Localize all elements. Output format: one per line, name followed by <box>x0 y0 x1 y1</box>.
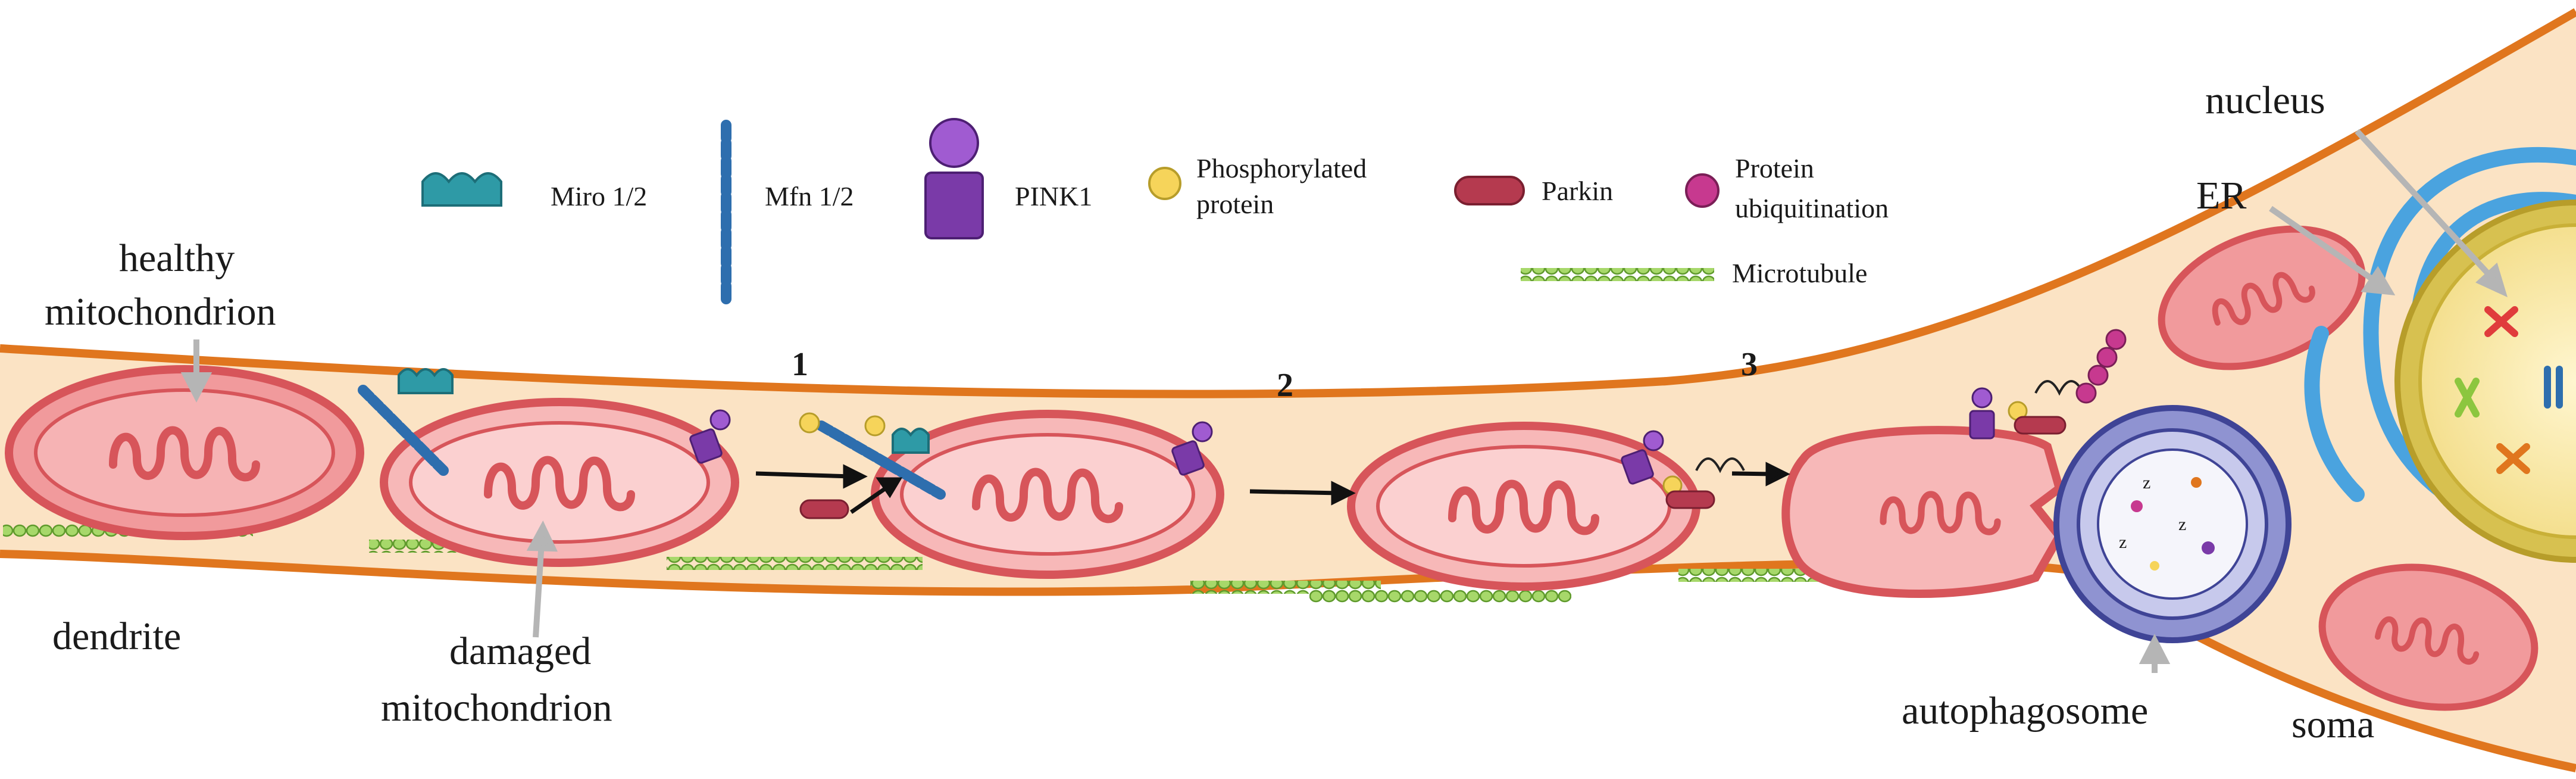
label-er: ER <box>2196 174 2246 217</box>
legend: Miro 1/2 Mfn 1/2 PINK1 Phosphorylated pr… <box>421 118 1889 309</box>
damaged-mitochondrion-step3 <box>1781 426 2065 598</box>
mfn-miro-complex <box>358 368 454 476</box>
pink1-on-mitochondrion <box>689 387 1995 485</box>
legend-label-pink1: PINK1 <box>1015 181 1092 211</box>
legend-item-miro: Miro 1/2 <box>421 172 647 211</box>
legend-item-ubiquitination: Protein ubiquitination <box>1685 153 1889 223</box>
step-number-3: 3 <box>1741 346 1758 383</box>
legend-label-phospho-1: Phosphorylated <box>1196 153 1367 183</box>
label-dendrite: dendrite <box>52 615 181 658</box>
step-number-2: 2 <box>1277 367 1293 404</box>
legend-label-microtubule: Microtubule <box>1732 258 1867 288</box>
legend-label-ubiq-2: ubiquitination <box>1735 193 1889 223</box>
legend-item-mfn: Mfn 1/2 <box>721 120 854 309</box>
autophagosome: z z z <box>2053 405 2291 643</box>
label-soma: soma <box>2291 703 2374 746</box>
legend-item-parkin: Parkin <box>1454 176 1613 206</box>
label-pointer-arrows <box>180 129 2508 673</box>
miro-icon <box>421 172 502 207</box>
svg-text:z: z <box>2119 532 2127 552</box>
legend-label-ubiq-1: Protein <box>1735 153 1814 183</box>
nucleus <box>2394 200 2576 563</box>
parkin-icon <box>1454 176 1525 205</box>
step-number-1: 1 <box>792 346 808 383</box>
microtubule-segment <box>1309 590 1571 603</box>
label-autophagosome: autophagosome <box>1902 689 2148 733</box>
phosphorylated-protein-icon <box>1148 167 1181 200</box>
legend-label-parkin: Parkin <box>1542 176 1613 206</box>
label-healthy-1: healthy <box>119 236 235 280</box>
microtubule-segment <box>667 557 923 570</box>
soma-mitochondrion <box>2318 563 2539 711</box>
chromosome <box>2455 306 2563 474</box>
protein-ubiquitination-icon <box>1685 173 1720 208</box>
label-damaged-2: mitochondrion <box>381 686 612 730</box>
label-damaged-1: damaged <box>449 630 591 673</box>
svg-text:z: z <box>2178 515 2186 534</box>
legend-item-microtubule: Microtubule <box>1521 258 1867 288</box>
label-nucleus: nucleus <box>2205 79 2325 122</box>
damaged-mitochondrion-step2 <box>1347 422 1700 591</box>
soma-mitochondrion <box>2158 225 2366 370</box>
mfn-miro-complex-detached <box>799 412 946 500</box>
pink1-icon <box>924 118 984 239</box>
label-healthy-2: mitochondrion <box>45 290 276 334</box>
legend-item-pink1: PINK1 <box>924 118 1092 239</box>
healthy-mitochondrion <box>5 365 364 540</box>
microtubule-icon <box>1521 268 1714 281</box>
damaged-mitochondrion <box>380 398 739 567</box>
legend-label-phospho-2: protein <box>1196 189 1274 219</box>
process-arrows <box>755 462 1790 514</box>
svg-text:z: z <box>2143 473 2150 493</box>
parkin-ubiquitin <box>799 329 2127 519</box>
legend-label-mfn: Mfn 1/2 <box>765 181 854 211</box>
legend-item-phosphorylated: Phosphorylated protein <box>1148 153 1367 219</box>
legend-label-miro: Miro 1/2 <box>551 181 647 211</box>
